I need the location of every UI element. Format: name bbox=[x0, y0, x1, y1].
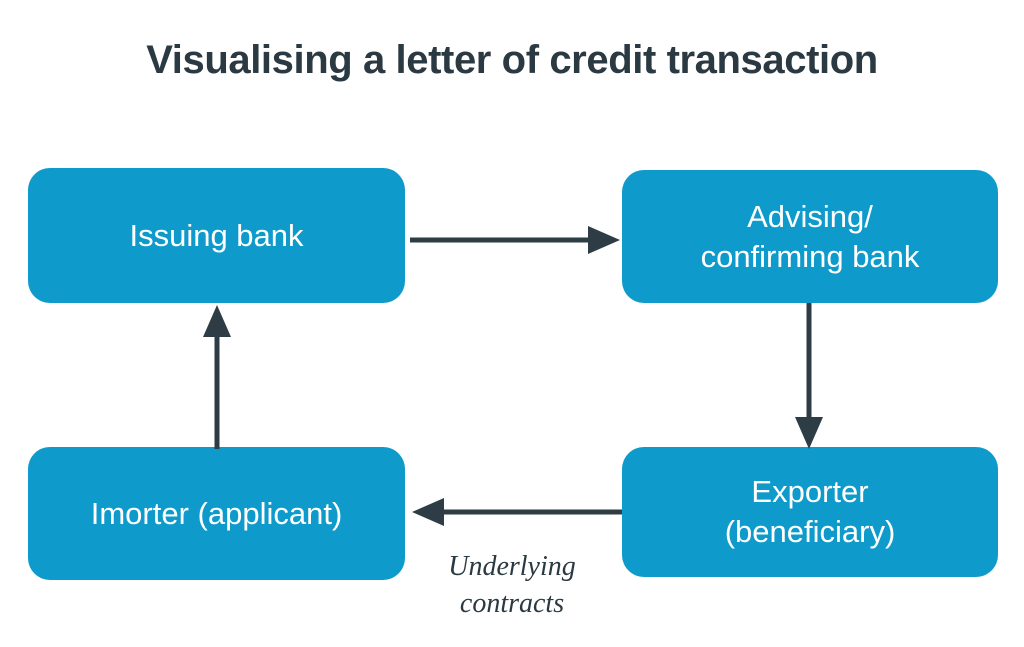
arrow-up-icon-importer-to-issuing bbox=[203, 305, 231, 449]
arrow-left-icon-exporter-to-importer bbox=[412, 498, 622, 526]
node-exporter-beneficiary-label: Exporter (beneficiary) bbox=[724, 474, 896, 549]
node-issuing-bank[interactable]: Issuing bank bbox=[28, 168, 405, 303]
node-exporter-beneficiary[interactable]: Exporter (beneficiary) bbox=[622, 447, 998, 577]
node-importer-applicant[interactable]: Imorter (applicant) bbox=[28, 447, 405, 580]
connector-label-underlying-contracts: Underlying contracts bbox=[448, 551, 576, 619]
arrow-down-icon-advising-to-exporter bbox=[795, 303, 823, 449]
arrow-right-icon-issuing-to-advising bbox=[410, 226, 620, 254]
page-title: Visualising a letter of credit transacti… bbox=[146, 38, 878, 82]
node-importer-applicant-label: Imorter (applicant) bbox=[90, 495, 343, 531]
node-advising-confirming-bank[interactable]: Advising/ confirming bank bbox=[622, 170, 998, 303]
node-advising-confirming-bank-label: Advising/ confirming bank bbox=[700, 198, 920, 274]
node-issuing-bank-label: Issuing bank bbox=[129, 217, 304, 253]
